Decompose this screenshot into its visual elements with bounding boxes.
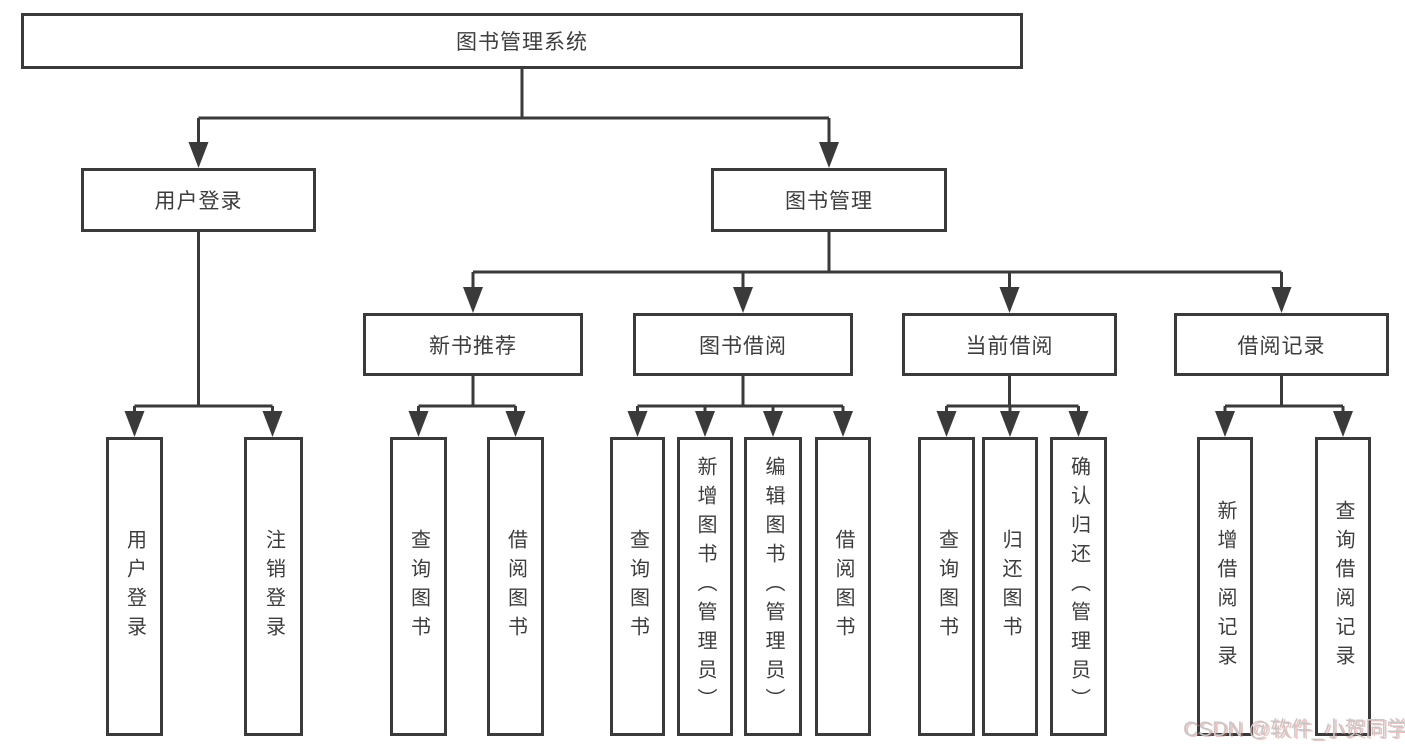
leaf-return-books: 归还图书 <box>982 437 1038 736</box>
leaf-logout-label: 注销登录 <box>262 528 285 645</box>
leaf-query-books-borrowing: 查询图书 <box>610 437 665 736</box>
leaf-borrow-books-borrowing: 借阅图书 <box>815 437 871 736</box>
leaf-query-borrow-record: 查询借阅记录 <box>1315 437 1371 736</box>
leaf-logout: 注销登录 <box>244 437 303 736</box>
leaf-borrow-books-recommend-label: 借阅图书 <box>504 528 527 645</box>
leaf-confirm-return-admin: 确认归还（管理员） <box>1050 437 1107 736</box>
leaf-query-books-current: 查询图书 <box>918 437 975 736</box>
leaf-edit-book-admin: 编辑图书（管理员） <box>744 437 802 736</box>
leaf-query-books-recommend: 查询图书 <box>390 437 447 736</box>
node-user-login: 用户登录 <box>81 168 316 232</box>
leaf-user-login-label: 用户登录 <box>123 528 146 645</box>
leaf-borrow-books-borrowing-label: 借阅图书 <box>832 528 854 645</box>
leaf-user-login: 用户登录 <box>106 437 163 736</box>
leaf-query-books-recommend-label: 查询图书 <box>407 528 430 645</box>
leaf-query-borrow-record-label: 查询借阅记录 <box>1332 499 1354 674</box>
node-book-borrowing: 图书借阅 <box>633 313 853 376</box>
leaf-query-books-current-label: 查询图书 <box>935 528 958 645</box>
node-library-management-system: 图书管理系统 <box>21 13 1023 69</box>
leaf-add-book-admin-label: 新增图书（管理员） <box>694 456 716 717</box>
node-book-management: 图书管理 <box>711 168 947 232</box>
leaf-add-book-admin: 新增图书（管理员） <box>677 437 733 736</box>
node-new-book-recommendation: 新书推荐 <box>363 313 583 376</box>
arrowhead-icons <box>124 142 1353 437</box>
leaf-query-books-borrowing-label: 查询图书 <box>626 528 649 645</box>
leaf-add-borrow-record: 新增借阅记录 <box>1197 437 1253 736</box>
leaf-return-books-label: 归还图书 <box>999 528 1021 645</box>
leaf-edit-book-admin-label: 编辑图书（管理员） <box>762 456 784 717</box>
leaf-add-borrow-record-label: 新增借阅记录 <box>1214 499 1236 674</box>
leaf-confirm-return-admin-label: 确认归还（管理员） <box>1067 456 1090 717</box>
node-borrowing-records: 借阅记录 <box>1174 313 1389 376</box>
leaf-borrow-books-recommend: 借阅图书 <box>487 437 544 736</box>
node-current-borrowing: 当前借阅 <box>902 313 1117 376</box>
watermark: CSDN @软件_小贺同学 <box>1183 718 1405 741</box>
